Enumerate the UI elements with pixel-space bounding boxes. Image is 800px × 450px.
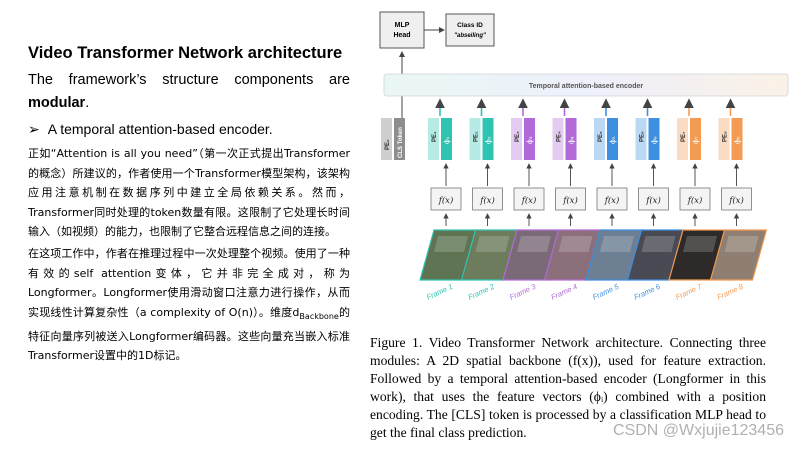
fx-label-6: f(x)	[645, 195, 661, 206]
intro-prefix: The framework’s structure components are	[28, 72, 350, 88]
token-columns: PE₁ ϕ₁ f(x) Frame 1 PE₂ ϕ₂ f(x) Frame 2 PE₃ ϕ₃ f(x…	[419, 98, 768, 302]
fx-box-7	[679, 187, 711, 211]
pe-token-3	[511, 118, 522, 160]
chinese-paragraph-1: 正如“Attention is all you need”（第一次正式提出Tra…	[28, 147, 350, 239]
phi-label-7: ϕ₇	[692, 136, 700, 144]
frame-highlight-3	[517, 236, 551, 252]
class-id-label: Class ID	[457, 22, 483, 29]
frame-highlight-1	[434, 236, 468, 252]
para2-text-b: 的特征向量序列被送入Longformer编码器。这些向量充当嵌入标准Transf…	[28, 305, 351, 363]
section-title: Video Transformer Network architecture	[28, 44, 343, 62]
figure-caption: Figure 1. Video Transformer Network arch…	[370, 335, 766, 440]
phi-token-6	[648, 118, 660, 160]
pe-token-8	[718, 118, 730, 160]
phi-token-3	[524, 118, 535, 160]
fx-label-8: f(x)	[728, 195, 744, 206]
frame-highlight-8	[724, 236, 759, 252]
frame-highlight-2	[475, 236, 510, 252]
bullet-item: ➢ A temporal attention-based encoder.	[28, 121, 350, 138]
fx-box-5	[596, 187, 628, 211]
frame-highlight-6	[641, 236, 676, 252]
frame-label-7: Frame 7	[674, 282, 704, 302]
phi-label-8: ϕ₈	[734, 136, 742, 144]
chinese-paragraph-2: 在这项工作中，作者在推理过程中一次处理整个视频。使用了一种有效的self att…	[28, 244, 350, 366]
pe0-token	[381, 118, 392, 160]
frame-label-2: Frame 2	[467, 282, 497, 302]
pe-label-5: PE₅	[598, 131, 604, 142]
frame-image-8	[709, 229, 768, 281]
pe-token-5	[594, 118, 605, 160]
pe0-label: PE₀	[385, 139, 391, 150]
para2-subscript: Backbone	[299, 311, 339, 321]
mlp-head-box	[379, 11, 425, 49]
cls-token	[394, 118, 405, 160]
phi-token-1	[441, 118, 452, 160]
phi-token-2	[482, 118, 494, 160]
pe-label-2: PE₂	[474, 131, 480, 142]
phi-token-7	[690, 118, 701, 160]
fx-label-5: f(x)	[604, 195, 620, 206]
class-id-box	[445, 13, 495, 47]
pe-label-3: PE₃	[515, 131, 521, 142]
temporal-encoder-label: Temporal attention-based encoder	[529, 83, 643, 90]
temporal-encoder-bar	[383, 73, 789, 97]
intro-bold: modular	[28, 95, 86, 111]
fx-box-1	[430, 187, 462, 211]
bullet-text: A temporal attention-based encoder.	[47, 121, 273, 137]
frame-label-1: Frame 1	[425, 282, 454, 302]
fx-box-4	[555, 187, 586, 211]
watermark: CSDN @Wxjujie123456	[613, 422, 784, 439]
phi-label-3: ϕ₃	[526, 136, 534, 144]
frame-label-8: Frame 8	[716, 282, 746, 302]
phi-label-1: ϕ₁	[443, 136, 451, 144]
fx-box-8	[721, 187, 752, 211]
mlp-head-label-1: MLP	[395, 22, 410, 29]
pe-label-7: PE₇	[681, 131, 687, 142]
pe-token-1	[428, 118, 439, 160]
phi-token-5	[607, 118, 618, 160]
intro-paragraph: The framework’s structure components are…	[28, 69, 350, 115]
cls-token-label: CLS Token	[398, 127, 404, 158]
pe-label-8: PE₈	[723, 131, 729, 142]
frame-highlight-7	[683, 236, 717, 252]
pe-label-6: PE₆	[640, 131, 646, 142]
fx-box-3	[513, 187, 545, 211]
phi-label-4: ϕ₄	[568, 136, 576, 144]
pe-label-4: PE₄	[557, 131, 563, 142]
pe-token-2	[469, 118, 481, 160]
para2-text-a: 在这项工作中，作者在推理过程中一次处理整个视频。使用了一种有效的self att…	[28, 246, 350, 319]
frame-highlight-5	[600, 236, 634, 252]
class-id-value: "abseiling"	[454, 33, 486, 39]
phi-token-8	[731, 118, 743, 160]
architecture-diagram: MLP Head Class ID "abseiling" Temporal a…	[379, 11, 789, 302]
bullet-marker-icon: ➢	[28, 121, 40, 137]
phi-label-5: ϕ₅	[609, 136, 617, 144]
explanation-panel: Video Transformer Network architecture T…	[28, 44, 350, 368]
frame-label-5: Frame 5	[591, 282, 621, 302]
fx-label-3: f(x)	[521, 195, 537, 206]
frame-label-4: Frame 4	[550, 282, 579, 302]
fx-label-7: f(x)	[687, 195, 703, 206]
fx-box-6	[638, 187, 669, 211]
frame-label-6: Frame 6	[633, 282, 663, 302]
fx-label-4: f(x)	[562, 195, 578, 206]
frame-highlight-4	[558, 236, 593, 252]
fx-label-2: f(x)	[479, 195, 495, 206]
pe-token-6	[635, 118, 647, 160]
pe-token-4	[552, 118, 564, 160]
frame-label-3: Frame 3	[508, 282, 538, 302]
phi-label-2: ϕ₂	[485, 136, 493, 144]
fx-label-1: f(x)	[438, 195, 454, 206]
pe-label-1: PE₁	[432, 131, 438, 142]
pe-token-7	[677, 118, 688, 160]
fx-box-2	[472, 187, 503, 211]
phi-label-6: ϕ₆	[651, 136, 659, 144]
intro-suffix: .	[85, 95, 90, 111]
phi-token-4	[565, 118, 577, 160]
mlp-head-label-2: Head	[393, 32, 410, 39]
